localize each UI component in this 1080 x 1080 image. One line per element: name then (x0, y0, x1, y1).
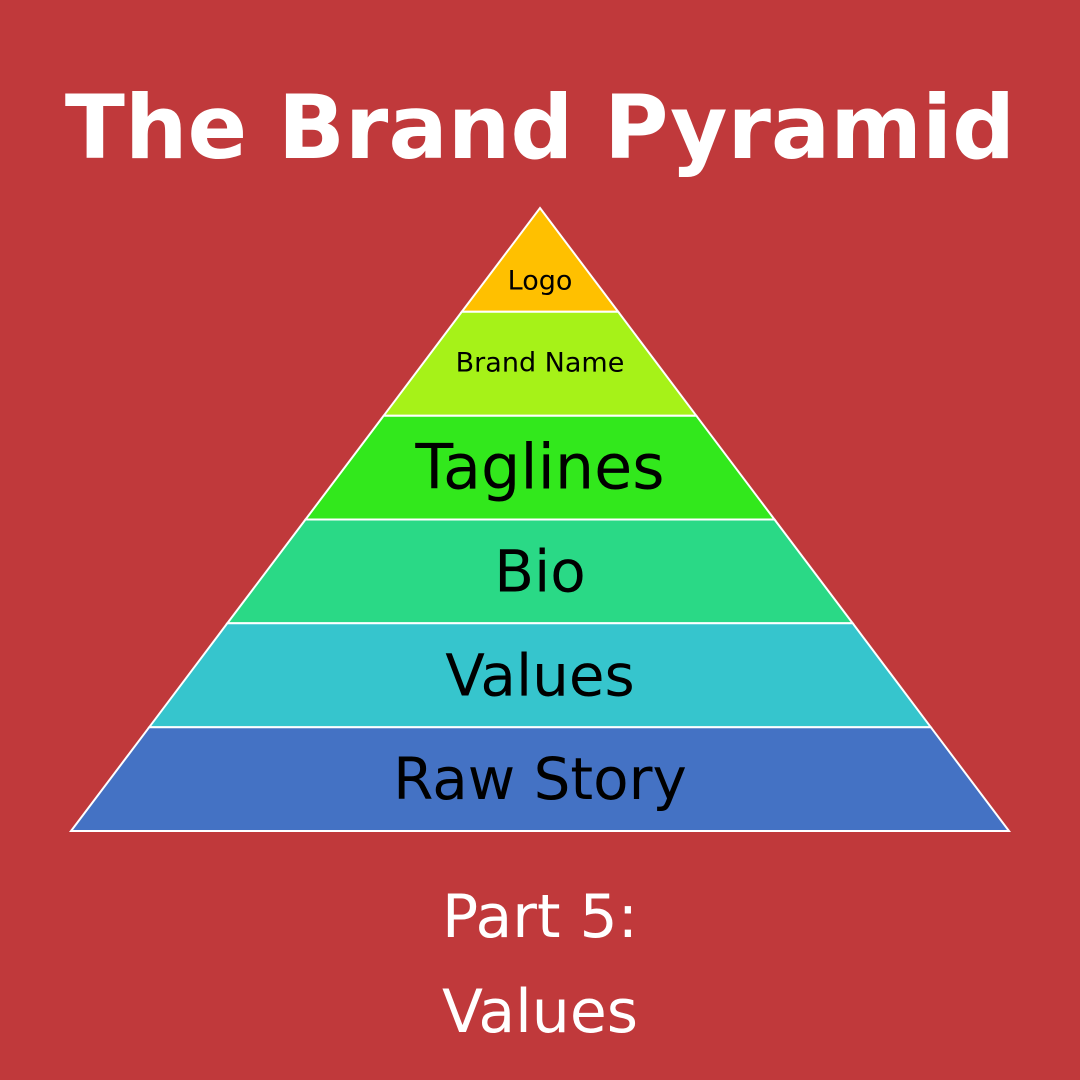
subtitle-part: Part 5: (442, 882, 638, 952)
pyramid-label-brand-name: Brand Name (456, 347, 625, 378)
pyramid-level-raw-story (68, 726, 1012, 832)
page-title: The Brand Pyramid (64, 76, 1016, 179)
pyramid-label-bio: Bio (494, 538, 585, 606)
pyramid-label-raw-story: Raw Story (393, 745, 687, 813)
subtitle-topic: Values (441, 977, 639, 1047)
pyramid-label-values: Values (445, 641, 635, 709)
pyramid-label-taglines: Taglines (414, 431, 664, 504)
pyramid-label-logo: Logo (508, 265, 573, 296)
